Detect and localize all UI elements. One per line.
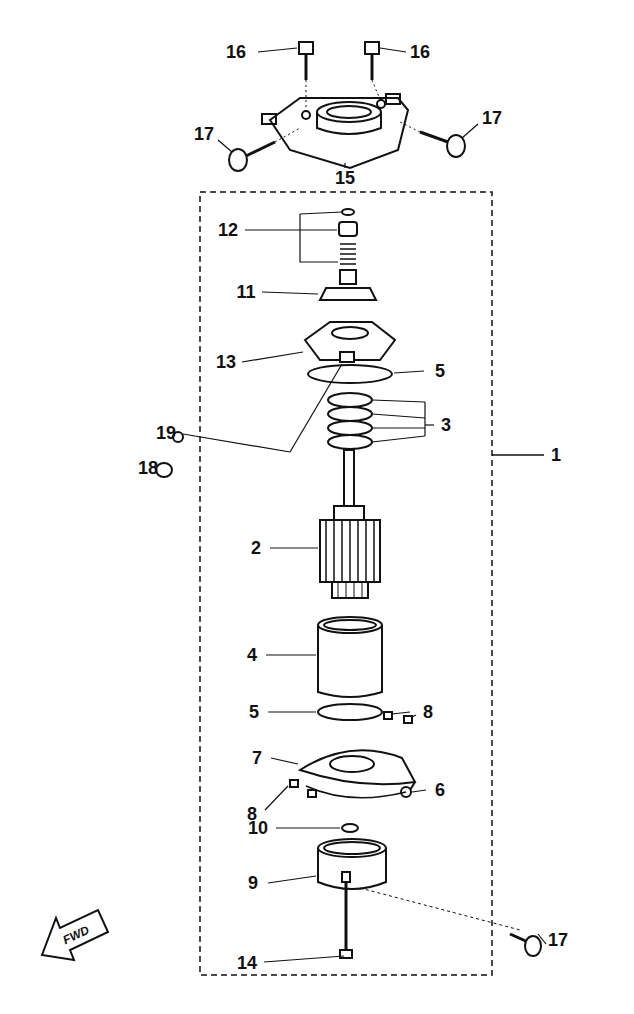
callout-number: 18 (136, 458, 160, 478)
callout-number: 11 (234, 282, 257, 302)
callout-number: 10 (246, 818, 270, 838)
callout-number: 17 (192, 124, 216, 144)
callout-number: 16 (408, 42, 432, 62)
callout-number: 14 (235, 953, 259, 973)
callout-number: 19 (154, 423, 178, 443)
callout-number: 16 (224, 42, 248, 62)
callout-number: 5 (247, 702, 261, 722)
callout-number: 4 (245, 645, 259, 665)
callout-number: 3 (439, 415, 453, 435)
callout-number: 2 (249, 538, 263, 558)
callout-number: 13 (214, 352, 238, 372)
callout-number: 15 (333, 168, 357, 188)
callout-number: 17 (480, 108, 504, 128)
callout-number: 7 (250, 748, 264, 768)
callout-number: 9 (246, 873, 260, 893)
callout-number: 8 (421, 702, 435, 722)
callout-number: 12 (216, 220, 240, 240)
callout-number: 5 (433, 361, 447, 381)
callout-number: 1 (549, 445, 563, 465)
callout-number: 17 (546, 930, 570, 950)
callout-number: 6 (433, 780, 447, 800)
